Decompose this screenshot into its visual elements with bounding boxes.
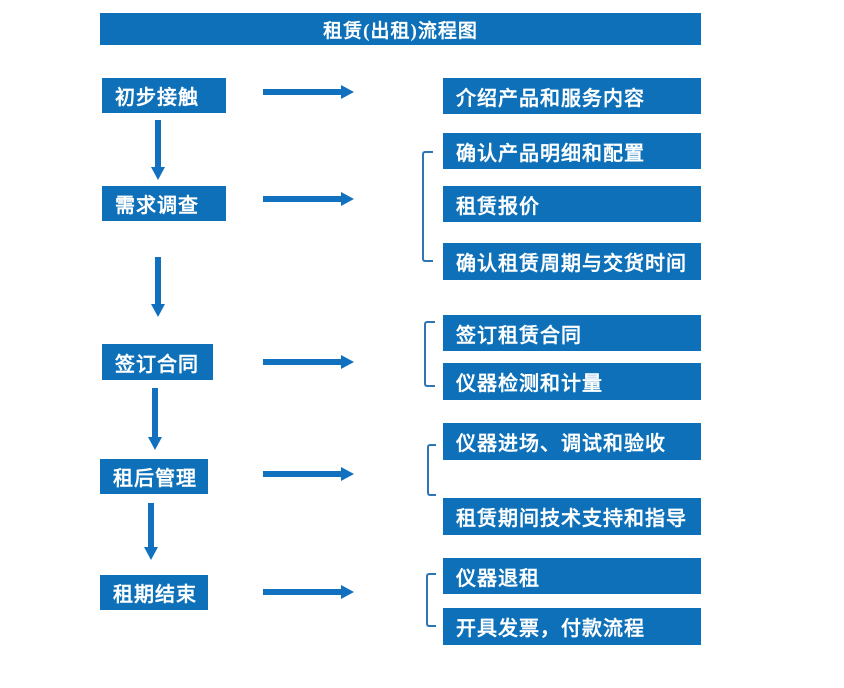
output-box: 仪器进场、调试和验收 [443,423,701,460]
stage-label: 租后管理 [113,468,197,490]
stage-label: 签订合同 [115,353,199,376]
output-box: 租赁报价 [443,186,701,222]
stage-label: 初步接触 [115,87,199,109]
group-bracket [426,573,436,627]
output-label: 仪器进场、调试和验收 [456,433,666,455]
output-label: 确认产品明细和配置 [456,142,645,165]
output-box: 租赁期间技术支持和指导 [443,498,701,535]
output-box: 确认租赁周期与交货时间 [443,243,701,280]
output-box: 确认产品明细和配置 [443,133,701,169]
group-bracket [427,444,436,496]
arrow-down-icon [144,503,158,560]
output-label: 仪器检测和计量 [456,373,603,395]
arrow-right-icon [263,355,354,369]
output-label: 租赁报价 [456,195,540,218]
output-label: 确认租赁周期与交货时间 [456,253,687,275]
output-box: 介绍产品和服务内容 [443,78,701,114]
output-label: 介绍产品和服务内容 [456,87,645,110]
stage-box-sign-contract: 签订合同 [102,344,213,380]
output-label: 租赁期间技术支持和指导 [456,508,687,530]
arrow-down-icon [148,388,162,450]
stage-label: 租期结束 [113,584,197,606]
arrow-down-icon [151,120,165,180]
arrow-right-icon [263,467,354,481]
arrow-right-icon [263,585,354,599]
output-box: 仪器退租 [443,558,701,594]
title-bar: 租赁(出租)流程图 [100,13,701,45]
output-box: 仪器检测和计量 [443,363,701,400]
group-bracket [424,321,435,387]
arrow-right-icon [263,192,354,206]
output-label: 仪器退租 [456,567,540,590]
stage-box-rental-end: 租期结束 [100,575,208,610]
page-title: 租赁(出租)流程图 [323,20,478,42]
output-box: 开具发票，付款流程 [443,608,701,645]
output-box: 签订租赁合同 [443,315,701,351]
stage-box-initial-contact: 初步接触 [102,78,226,113]
arrow-right-icon [263,85,354,99]
stage-label: 需求调查 [115,195,199,217]
stage-box-post-rental-management: 租后管理 [100,459,208,494]
group-bracket [422,151,433,262]
output-label: 签订租赁合同 [456,324,582,347]
output-label: 开具发票，付款流程 [456,618,645,640]
stage-box-needs-survey: 需求调查 [102,186,226,221]
arrow-down-icon [151,257,165,317]
